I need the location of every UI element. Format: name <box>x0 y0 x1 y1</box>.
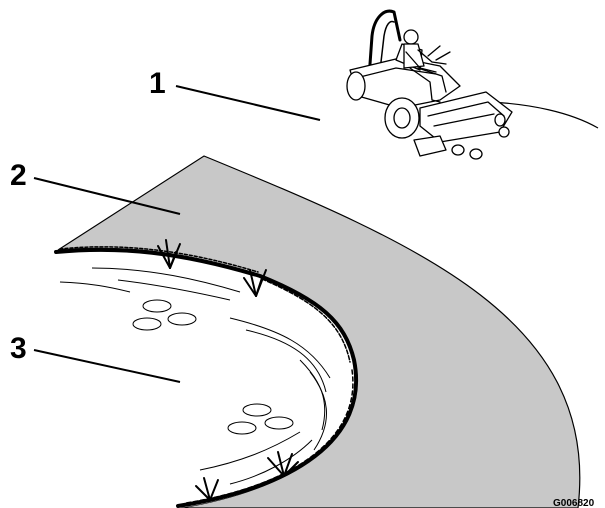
callout-1-label: 1 <box>149 67 166 100</box>
callout-2-label: 2 <box>10 159 27 192</box>
water-body <box>0 248 358 508</box>
leader-3 <box>33 349 181 383</box>
riding-mower <box>346 9 513 160</box>
weed-3 <box>267 451 299 477</box>
mower-path <box>489 101 599 129</box>
figure-id: G006820 <box>553 498 595 508</box>
water-ripple-ovals <box>132 299 294 435</box>
weed-4 <box>195 477 219 501</box>
leader-2 <box>33 177 181 215</box>
weeds <box>157 239 299 501</box>
leader-1 <box>175 85 321 121</box>
callout-3-label: 3 <box>10 332 27 365</box>
callout-leaders <box>33 85 321 383</box>
weed-2 <box>243 269 267 297</box>
weed-1 <box>157 239 181 269</box>
shoreline <box>54 246 358 508</box>
